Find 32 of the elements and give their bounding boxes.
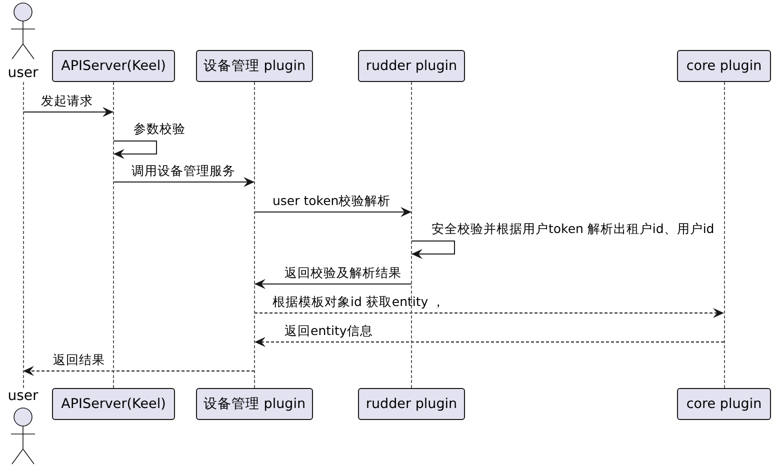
message-arrow: [22, 366, 255, 376]
message-arrow: [254, 207, 412, 217]
message-label: 发起请求: [41, 93, 93, 108]
message-label: 返回校验及解析结果: [284, 265, 402, 280]
message-arrow: [254, 337, 724, 347]
message-label: 参数校验: [134, 121, 186, 136]
message-arrow: [22, 107, 114, 117]
lifeline: [411, 82, 412, 388]
message-arrow: [254, 279, 412, 289]
lifeline: [22, 82, 24, 388]
message-label: 返回entity信息: [284, 323, 373, 338]
actor-name: user: [6, 65, 40, 81]
message-label: user token校验解析: [272, 193, 391, 208]
self-message-arrow: [411, 240, 455, 259]
lifeline: [254, 82, 255, 388]
actor-name: user: [6, 388, 40, 404]
participant-box: core plugin: [677, 388, 771, 420]
message-label: 调用设备管理服务: [132, 163, 236, 178]
participant-box: 设备管理 plugin: [196, 50, 313, 82]
participant-box: 设备管理 plugin: [196, 388, 313, 420]
message-label: 根据模板对象id 获取entity ，: [272, 294, 446, 309]
message-arrow: [254, 308, 724, 318]
message-label: 安全校验并根据用户token 解析出租户id、用户id: [432, 221, 714, 236]
participant-box: core plugin: [677, 50, 771, 82]
participant-box: APIServer(Keel): [52, 50, 175, 82]
lifeline: [113, 82, 114, 388]
participant-box: APIServer(Keel): [52, 388, 175, 420]
participant-box: rudder plugin: [358, 50, 465, 82]
message-arrow: [113, 177, 255, 187]
message-label: 返回结果: [53, 352, 105, 367]
participant-box: rudder plugin: [358, 388, 465, 420]
self-message-arrow: [113, 140, 157, 159]
